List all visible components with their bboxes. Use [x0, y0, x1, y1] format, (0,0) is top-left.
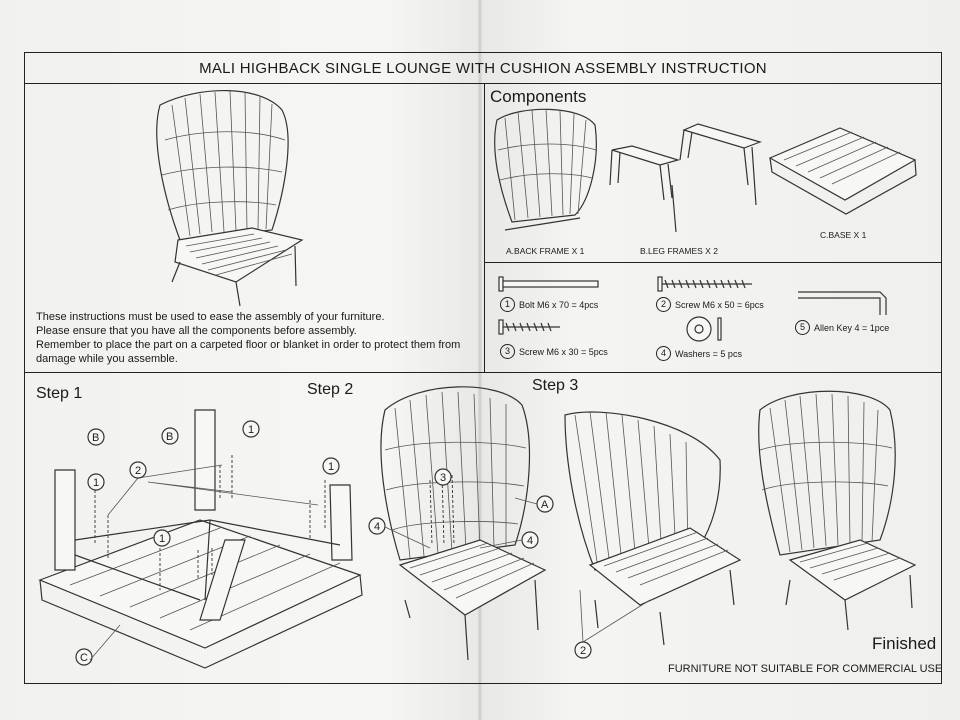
callout-2-step1: 2: [135, 465, 141, 477]
callout-1-top: 1: [248, 424, 254, 436]
callout-3: 3: [440, 472, 446, 484]
hardware-number: 2: [656, 297, 671, 312]
callout-c: C: [80, 652, 88, 664]
intro-line-1: These instructions must be used to ease …: [36, 311, 385, 323]
callout-b-left: B: [92, 432, 99, 444]
footer-notice: FURNITURE NOT SUITABLE FOR COMMERCIAL US…: [668, 663, 943, 675]
hardware-icons: [498, 276, 887, 342]
hardware-number: 1: [500, 297, 515, 312]
hardware-item-screw-m6x50: 2 Screw M6 x 50 = 6pcs: [656, 297, 764, 312]
hardware-label: Washers = 5 pcs: [675, 348, 742, 359]
hardware-label: Bolt M6 x 70 = 4pcs: [519, 299, 599, 310]
hardware-item-bolt-m6x70: 1 Bolt M6 x 70 = 4pcs: [500, 297, 598, 312]
hardware-divider: [484, 262, 942, 263]
hardware-item-screw-m6x30: 3 Screw M6 x 30 = 5pcs: [500, 344, 608, 359]
callout-1-left: 1: [93, 477, 99, 489]
components-heading: Components: [490, 87, 587, 106]
callout-b-center: B: [166, 431, 173, 443]
step1-illustration: B B 1 1 2 1 1 C: [38, 409, 363, 669]
hardware-item-washers: 4 Washers = 5 pcs: [656, 346, 742, 361]
component-label-back-frame: A.BACK FRAME X 1: [506, 246, 585, 256]
hardware-number: 5: [795, 320, 810, 335]
hardware-label: Screw M6 x 30 = 5pcs: [519, 346, 608, 357]
intro-line-3: Remember to place the part on a carpeted…: [36, 339, 461, 351]
component-back-frame: [494, 108, 597, 231]
component-label-base: C.BASE X 1: [820, 230, 867, 240]
steps-divider: [24, 372, 942, 373]
component-leg-frames: [609, 123, 762, 233]
step2-illustration: 3 4 4 A: [368, 386, 554, 661]
step3-illustration: 2: [564, 411, 742, 659]
step-1-title: Step 1: [36, 385, 83, 402]
hero-chair-illustration: [156, 90, 304, 307]
hardware-label: Allen Key 4 = 1pce: [814, 322, 890, 333]
paper-fold: [478, 0, 482, 720]
component-base: [768, 127, 917, 215]
intro-line-2: Please ensure that you have all the comp…: [36, 325, 357, 337]
step-2-title: Step 2: [307, 381, 354, 398]
hardware-number: 3: [500, 344, 515, 359]
vertical-divider: [484, 84, 485, 372]
intro-line-4: damage while you assemble.: [36, 353, 178, 365]
callout-1-right: 1: [328, 461, 334, 473]
outer-border: [24, 52, 942, 684]
document-title: MALI HIGHBACK SINGLE LOUNGE WITH CUSHION…: [199, 60, 767, 77]
step-3-title: Step 3: [532, 377, 579, 394]
finished-label: Finished: [872, 634, 937, 653]
component-label-leg-frames: B.LEG FRAMES X 2: [640, 246, 718, 256]
hardware-number: 4: [656, 346, 671, 361]
hardware-label: Screw M6 x 50 = 6pcs: [675, 299, 764, 310]
hardware-item-allen-key: 5 Allen Key 4 = 1pce: [795, 320, 889, 335]
intro-text: These instructions must be used to ease …: [36, 310, 481, 366]
finished-chair-illustration: [758, 390, 917, 631]
callout-1-center: 1: [159, 533, 165, 545]
callout-2-step3: 2: [580, 645, 586, 657]
title-divider: [24, 83, 942, 84]
callout-a: A: [541, 499, 549, 511]
callout-4-left: 4: [374, 521, 380, 533]
callout-4-right: 4: [527, 535, 533, 547]
